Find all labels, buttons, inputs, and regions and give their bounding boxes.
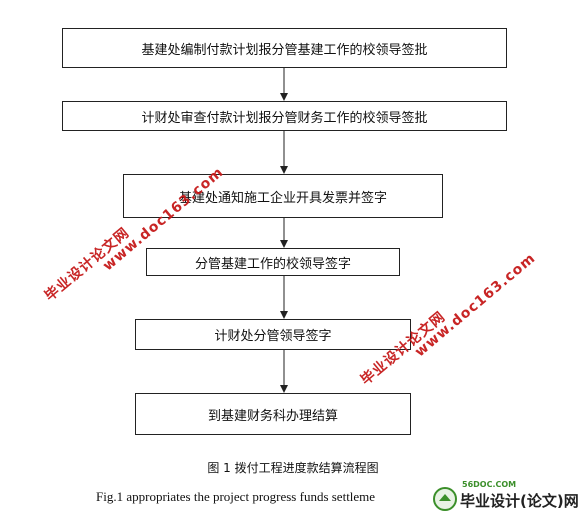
logo-main-text: 毕业设计(论文)网 — [460, 492, 579, 510]
figure-caption-chinese: 图 1 拨付工程进度款结算流程图 — [207, 461, 379, 475]
logo-emblem-icon — [433, 487, 457, 511]
step-3-box: 基建处通知施工企业开具发票并签字 — [123, 174, 443, 218]
figure-caption-english: Fig.1 appropriates the project progress … — [96, 489, 376, 504]
site-logo: 56DOC.COM 毕业设计(论文)网 — [432, 480, 582, 512]
step-5-box: 计财处分管领导签字 — [135, 319, 411, 350]
logo-small-text: 56DOC.COM — [462, 480, 517, 489]
step-4-box: 分管基建工作的校领导签字 — [146, 248, 400, 276]
step-6-box: 到基建财务科办理结算 — [135, 393, 411, 435]
step-1-box: 基建处编制付款计划报分管基建工作的校领导签批 — [62, 28, 507, 68]
step-2-box: 计财处审查付款计划报分管财务工作的校领导签批 — [62, 101, 507, 131]
